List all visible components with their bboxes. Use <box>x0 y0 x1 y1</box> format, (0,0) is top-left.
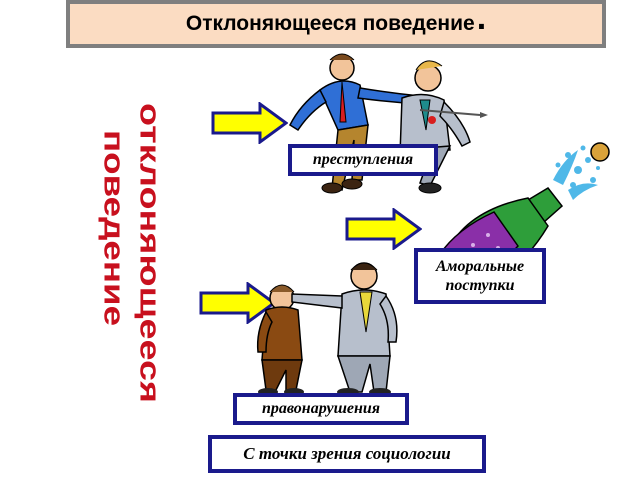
arrow-right-icon <box>344 208 422 250</box>
sociology-box: С точки зрения социологии <box>208 435 486 473</box>
arrow-right-icon <box>210 102 288 144</box>
offense-box: правонарушения <box>233 393 409 425</box>
vertical-label-line2: поведение <box>97 130 129 326</box>
slide-title: Отклоняющееся поведение <box>185 12 475 35</box>
immoral-acts-label: Аморальные поступки <box>435 257 525 294</box>
crime-box: преступления <box>288 144 438 176</box>
manager-and-employee-illustration <box>238 262 418 397</box>
title-box: Отклоняющееся поведение . <box>66 0 606 48</box>
crime-label: преступления <box>312 151 414 169</box>
offense-label: правонарушения <box>261 400 381 418</box>
vertical-label: отклоняющееся поведение <box>62 98 162 408</box>
vertical-label-line1: отклоняющееся <box>133 103 162 403</box>
immoral-acts-box: Аморальные поступки <box>414 248 546 304</box>
sociology-label: С точки зрения социологии <box>243 443 451 463</box>
arrow-right-icon <box>198 282 276 324</box>
